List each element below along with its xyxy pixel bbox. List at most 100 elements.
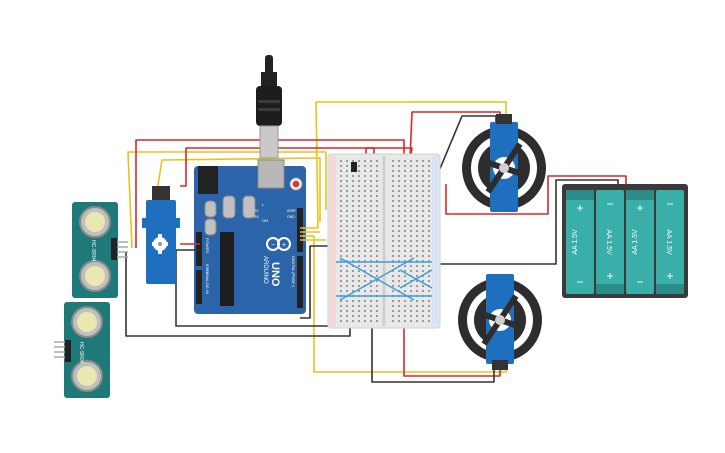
breadboard-hole bbox=[352, 315, 354, 317]
breadboard-hole bbox=[398, 260, 400, 262]
breadboard-hole bbox=[346, 210, 348, 212]
breadboard-hole bbox=[376, 190, 378, 192]
breadboard-hole bbox=[364, 210, 366, 212]
breadboard-hole bbox=[340, 225, 342, 227]
breadboard-hole bbox=[398, 225, 400, 227]
battery-cell-label: AA 1.5V bbox=[572, 229, 579, 255]
breadboard-hole bbox=[364, 200, 366, 202]
breadboard-hole bbox=[376, 170, 378, 172]
breadboard-hole bbox=[358, 290, 360, 292]
breadboard-hole bbox=[416, 260, 418, 262]
breadboard-hole bbox=[428, 315, 430, 317]
breadboard-hole bbox=[352, 300, 354, 302]
breadboard-hole bbox=[358, 220, 360, 222]
breadboard-hole bbox=[404, 175, 406, 177]
breadboard-hole bbox=[364, 180, 366, 182]
breadboard-hole bbox=[352, 240, 354, 242]
breadboard-hole bbox=[422, 215, 424, 217]
breadboard-hole bbox=[346, 260, 348, 262]
sensor-top-model: HC-SR04 bbox=[90, 240, 96, 262]
breadboard-hole bbox=[428, 165, 430, 167]
breadboard-hole bbox=[428, 250, 430, 252]
breadboard-hole bbox=[352, 200, 354, 202]
breadboard-hole bbox=[358, 205, 360, 207]
battery-cells: +−AA 1.5V+−AA 1.5V+−AA 1.5V+−AA 1.5V bbox=[566, 190, 684, 294]
wire-yellow-servo-left bbox=[155, 157, 321, 222]
breadboard-hole bbox=[410, 160, 412, 162]
breadboard-hole bbox=[428, 220, 430, 222]
breadboard-hole bbox=[398, 195, 400, 197]
breadboard-hole bbox=[398, 175, 400, 177]
breadboard-hole bbox=[410, 215, 412, 217]
breadboard-hole bbox=[346, 275, 348, 277]
breadboard-hole bbox=[422, 260, 424, 262]
breadboard-hole bbox=[364, 310, 366, 312]
breadboard-hole bbox=[352, 215, 354, 217]
breadboard-hole bbox=[376, 220, 378, 222]
breadboard-hole bbox=[398, 200, 400, 202]
breadboard-hole bbox=[398, 255, 400, 257]
breadboard-hole bbox=[404, 255, 406, 257]
breadboard-hole bbox=[370, 190, 372, 192]
breadboard-hole bbox=[352, 275, 354, 277]
arduino-pin-stubs bbox=[176, 227, 326, 251]
breadboard-hole bbox=[392, 250, 394, 252]
breadboard-hole bbox=[416, 315, 418, 317]
breadboard-hole bbox=[358, 270, 360, 272]
breadboard-hole bbox=[364, 320, 366, 322]
breadboard-hole bbox=[340, 180, 342, 182]
breadboard-hole bbox=[346, 215, 348, 217]
breadboard-hole bbox=[410, 300, 412, 302]
breadboard-hole bbox=[416, 285, 418, 287]
breadboard-hole bbox=[416, 320, 418, 322]
breadboard-hole bbox=[416, 170, 418, 172]
breadboard-hole bbox=[364, 170, 366, 172]
breadboard-hole bbox=[346, 310, 348, 312]
breadboard-hole bbox=[376, 200, 378, 202]
battery-plus-sign: + bbox=[576, 201, 583, 215]
breadboard-hole bbox=[392, 265, 394, 267]
battery-minus-sign: − bbox=[636, 275, 643, 289]
breadboard-hole bbox=[416, 280, 418, 282]
breadboard-hole bbox=[340, 230, 342, 232]
breadboard-hole bbox=[346, 175, 348, 177]
breadboard-hole bbox=[370, 320, 372, 322]
breadboard-hole bbox=[376, 260, 378, 262]
breadboard-hole bbox=[428, 305, 430, 307]
breadboard-hole bbox=[352, 320, 354, 322]
breadboard-hole bbox=[404, 160, 406, 162]
breadboard-hole bbox=[410, 195, 412, 197]
breadboard-hole bbox=[392, 185, 394, 187]
breadboard-hole bbox=[416, 225, 418, 227]
breadboard-hole bbox=[370, 160, 372, 162]
breadboard-hole bbox=[428, 170, 430, 172]
breadboard-hole bbox=[422, 250, 424, 252]
arduino-brand-text: ARDUINO bbox=[262, 256, 268, 284]
breadboard-hole bbox=[340, 235, 342, 237]
breadboard-hole bbox=[340, 240, 342, 242]
breadboard-hole bbox=[392, 245, 394, 247]
breadboard-hole bbox=[352, 260, 354, 262]
breadboard-hole bbox=[428, 210, 430, 212]
breadboard-hole bbox=[352, 270, 354, 272]
breadboard-hole bbox=[422, 160, 424, 162]
digital-header-top bbox=[297, 208, 303, 252]
breadboard-hole bbox=[416, 230, 418, 232]
breadboard-hole bbox=[404, 220, 406, 222]
breadboard-hole bbox=[358, 285, 360, 287]
breadboard-hole bbox=[416, 160, 418, 162]
breadboard-hole bbox=[364, 175, 366, 177]
breadboard-hole bbox=[398, 235, 400, 237]
breadboard-hole bbox=[398, 315, 400, 317]
breadboard-hole bbox=[404, 205, 406, 207]
breadboard-hole bbox=[340, 270, 342, 272]
breadboard-hole bbox=[416, 200, 418, 202]
breadboard-hole bbox=[398, 320, 400, 322]
breadboard-hole bbox=[340, 305, 342, 307]
battery-cell-label: AA 1.5V bbox=[665, 229, 672, 255]
breadboard-hole bbox=[410, 255, 412, 257]
breadboard-hole bbox=[370, 195, 372, 197]
aref-label: AREF bbox=[287, 209, 296, 213]
breadboard-hole bbox=[404, 190, 406, 192]
breadboard-hole bbox=[422, 185, 424, 187]
